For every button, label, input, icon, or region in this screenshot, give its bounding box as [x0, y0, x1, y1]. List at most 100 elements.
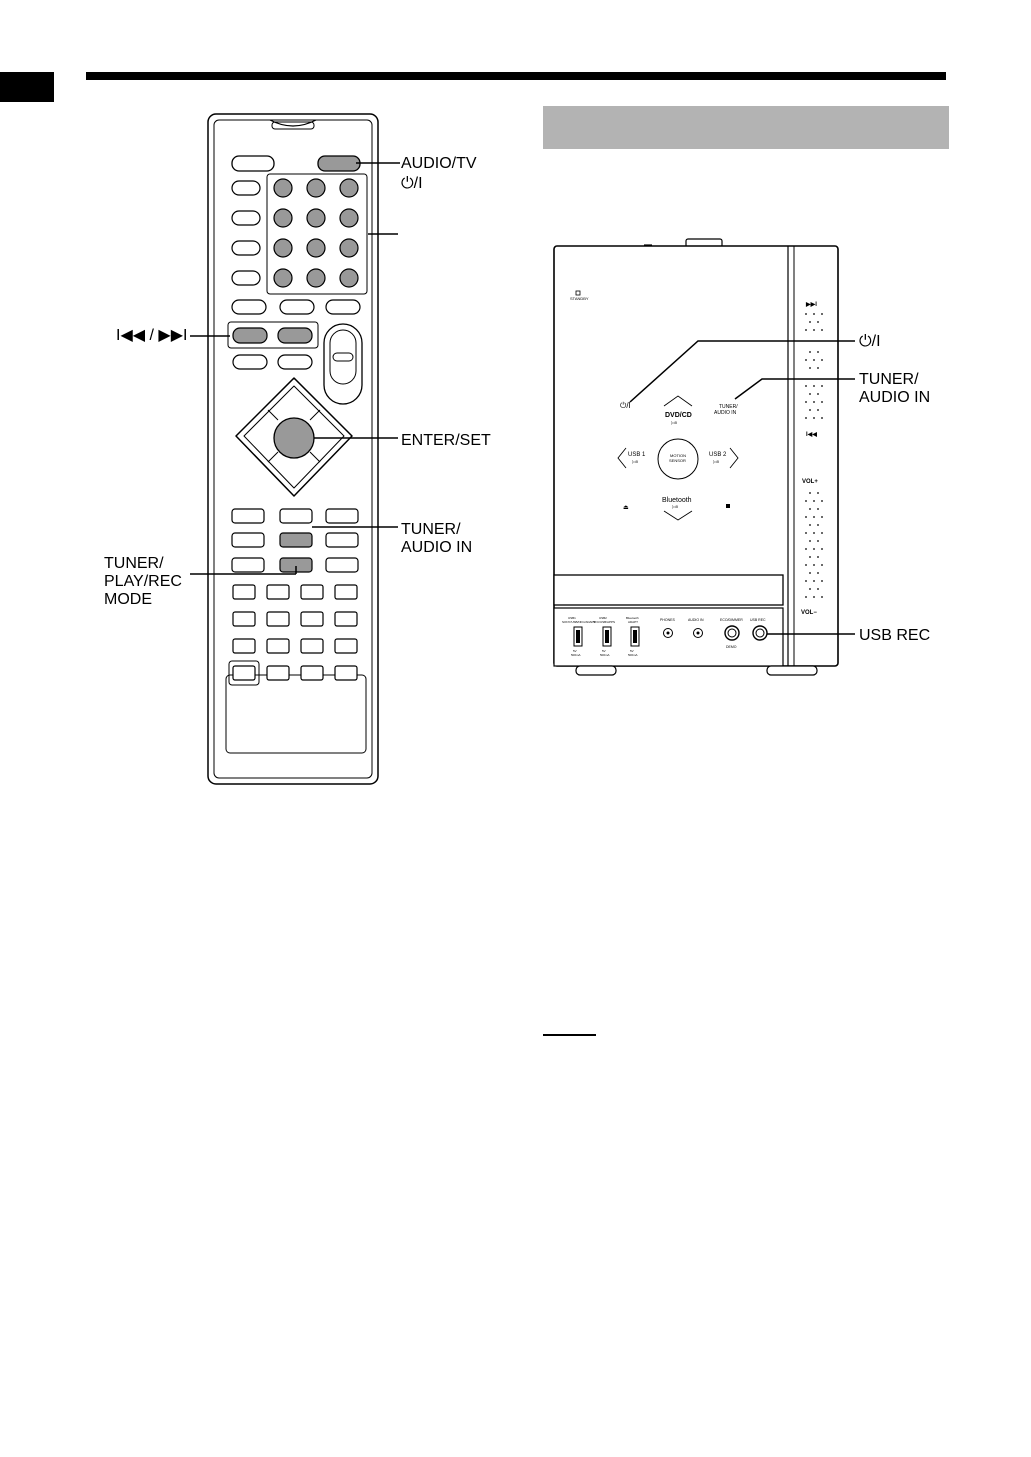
- svg-text:PHONES: PHONES: [660, 618, 675, 622]
- remote-function-button[interactable]: [232, 354, 268, 370]
- remote-small-key[interactable]: [232, 665, 256, 681]
- remote-small-key[interactable]: [334, 611, 358, 627]
- page-tab-marker: [0, 72, 54, 102]
- speaker-dots: [805, 313, 823, 598]
- remote-small-key[interactable]: [232, 638, 256, 654]
- remote-small-key[interactable]: [334, 638, 358, 654]
- remote-small-key[interactable]: [300, 584, 324, 600]
- numeric-keypad: [273, 178, 359, 288]
- main-unit-illustration: STANDBY ⏻/I DVD/CD ▷/II TUNER/AUDIO IN U…: [553, 238, 839, 676]
- motion-sensor: [657, 438, 699, 480]
- label-audio-tv: AUDIO/TV: [401, 155, 477, 172]
- unit-foot: [575, 665, 617, 676]
- remote-function-button[interactable]: [231, 299, 267, 315]
- svg-text:▷/II: ▷/II: [713, 459, 719, 464]
- unit-power-button[interactable]: ⏻/I: [620, 401, 631, 410]
- remote-small-key[interactable]: [232, 584, 256, 600]
- number-key[interactable]: [339, 208, 359, 228]
- remote-small-key[interactable]: [266, 584, 290, 600]
- number-key[interactable]: [306, 178, 326, 198]
- skip-back-button[interactable]: [232, 327, 268, 344]
- remote-small-key[interactable]: [334, 665, 358, 681]
- svg-text:▷/II: ▷/II: [671, 420, 677, 425]
- number-key[interactable]: [339, 238, 359, 258]
- remote-function-button[interactable]: [231, 557, 265, 573]
- remote-function-button[interactable]: [325, 532, 359, 548]
- side-vol-plus[interactable]: VOL+: [802, 479, 818, 485]
- remote-play-rec-mode-button[interactable]: [279, 557, 313, 573]
- remote-left-button[interactable]: [231, 210, 261, 226]
- usb2-button[interactable]: USB 2: [709, 452, 727, 458]
- svg-text:USB REC: USB REC: [750, 618, 766, 622]
- remote-small-key[interactable]: [266, 665, 290, 681]
- label-unit-tuner-audio-in: TUNER/ AUDIO IN: [859, 371, 931, 406]
- number-key[interactable]: [339, 178, 359, 198]
- remote-function-button[interactable]: [325, 508, 359, 524]
- remote-small-key[interactable]: [300, 665, 324, 681]
- section-heading-bar: [543, 106, 949, 149]
- remote-function-button[interactable]: [325, 557, 359, 573]
- usb-rec-button[interactable]: [752, 625, 768, 641]
- number-key[interactable]: [306, 238, 326, 258]
- label-unit-power: ⏻/I: [859, 333, 881, 350]
- dvd-cd-button[interactable]: DVD/CD: [665, 412, 692, 419]
- usb1-button[interactable]: USB 1: [628, 452, 646, 458]
- stop-button[interactable]: [726, 504, 730, 508]
- remote-top-left-button[interactable]: [231, 155, 275, 172]
- remote-left-button[interactable]: [231, 240, 261, 256]
- remote-audio-tv-button[interactable]: [317, 155, 361, 172]
- remote-bottom-panel: [225, 674, 367, 754]
- number-key[interactable]: [306, 208, 326, 228]
- label-tuner-play-rec-mode: TUNER/ PLAY/REC MODE: [104, 555, 182, 608]
- number-key[interactable]: [306, 268, 326, 288]
- remote-tuner-audio-in-button[interactable]: [279, 532, 313, 548]
- direction-pad: [235, 377, 353, 497]
- label-skip: I◀◀ / ▶▶I: [116, 327, 188, 344]
- remote-small-key[interactable]: [300, 638, 324, 654]
- label-enter-set: ENTER/SET: [401, 432, 491, 449]
- enter-set-button[interactable]: [273, 417, 315, 459]
- remote-function-button[interactable]: [279, 508, 313, 524]
- side-vol-minus[interactable]: VOL−: [801, 610, 817, 616]
- svg-text:ECO/DIMMER: ECO/DIMMER: [720, 618, 743, 622]
- remote-lower-keys: [232, 584, 358, 681]
- skip-forward-button[interactable]: [277, 327, 313, 344]
- volume-rocker[interactable]: [323, 323, 363, 405]
- disc-slot: [553, 574, 784, 606]
- remote-function-button[interactable]: [231, 532, 265, 548]
- remote-small-key[interactable]: [300, 611, 324, 627]
- remote-small-key[interactable]: [232, 611, 256, 627]
- number-key[interactable]: [273, 268, 293, 288]
- remote-function-button[interactable]: [231, 508, 265, 524]
- remote-function-button[interactable]: [325, 299, 361, 315]
- remote-small-key[interactable]: [266, 638, 290, 654]
- number-key[interactable]: [273, 208, 293, 228]
- label-tuner-audio-in-remote: TUNER/ AUDIO IN: [401, 521, 473, 556]
- standby-indicator: [575, 290, 581, 296]
- svg-text:AUDIO IN: AUDIO IN: [688, 618, 704, 622]
- remote-left-button[interactable]: [231, 270, 261, 286]
- remote-function-button[interactable]: [277, 354, 313, 370]
- eco-dimmer-button[interactable]: [724, 625, 740, 641]
- side-skip-back[interactable]: I◀◀: [806, 431, 817, 438]
- number-key[interactable]: [273, 178, 293, 198]
- bluetooth-button[interactable]: Bluetooth: [662, 497, 692, 504]
- unit-tuner-audio-in-button[interactable]: TUNER/AUDIO IN: [714, 404, 738, 416]
- remote-left-button[interactable]: [231, 180, 261, 196]
- remote-small-key[interactable]: [266, 611, 290, 627]
- label-usb-rec: USB REC: [859, 627, 931, 644]
- note-underline: [543, 1034, 596, 1036]
- number-key[interactable]: [339, 268, 359, 288]
- remote-control-illustration: [207, 113, 379, 785]
- number-key[interactable]: [273, 238, 293, 258]
- remote-function-button[interactable]: [279, 299, 315, 315]
- eject-button[interactable]: ⏏: [623, 505, 629, 511]
- side-skip-forward[interactable]: ▶▶I: [805, 301, 817, 308]
- remote-small-key[interactable]: [334, 584, 358, 600]
